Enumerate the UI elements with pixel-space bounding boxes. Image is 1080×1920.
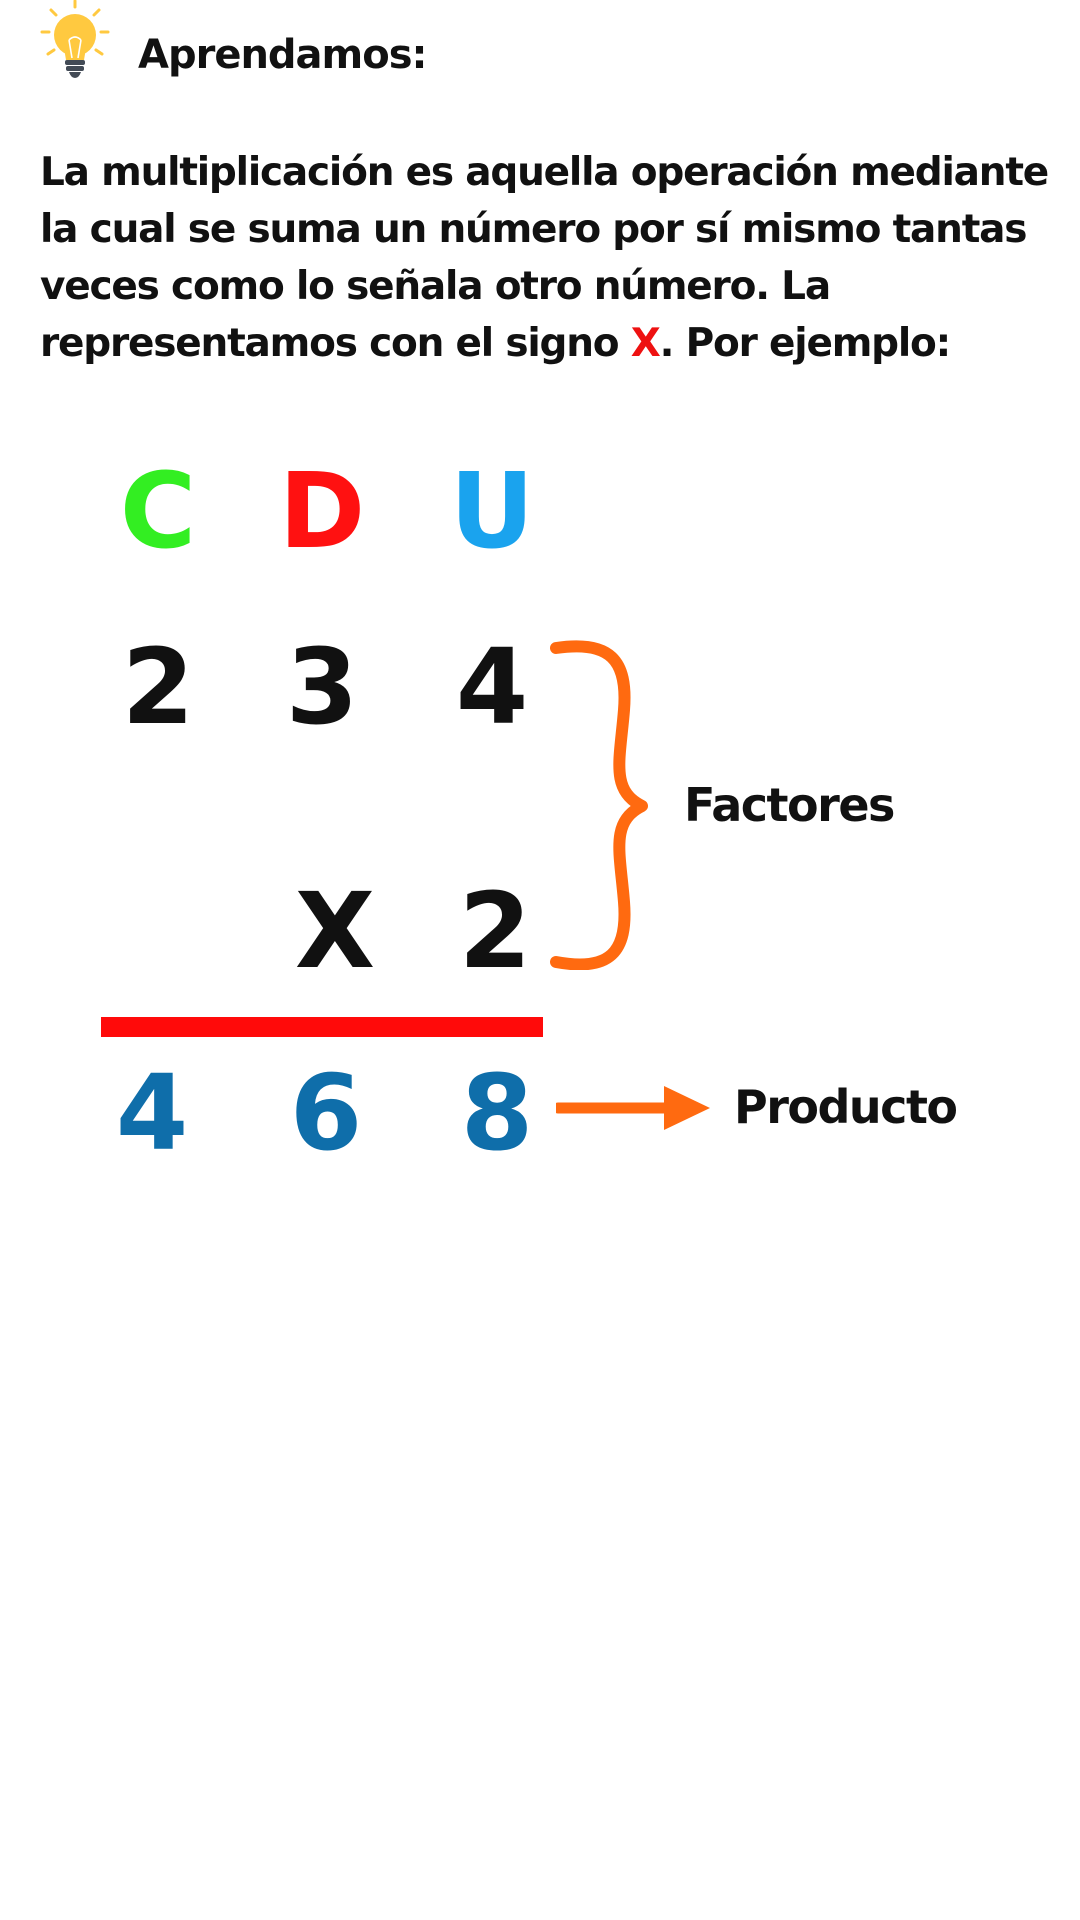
intro-paragraph: La multiplicación es aquella operación m… xyxy=(40,144,1050,372)
header: Aprendamos: xyxy=(38,0,738,90)
intro-text: La multiplicación es aquella operación m… xyxy=(40,150,1049,366)
factors-label: Factores xyxy=(684,778,895,832)
first-factor-tens: 3 xyxy=(285,626,359,748)
factors-brace xyxy=(550,640,648,970)
multiplication-example: C D U 2 3 4 X 2 Factores 4 6 8 Producto xyxy=(101,450,958,1174)
place-value-units: U xyxy=(449,450,535,572)
lightbulb-icon xyxy=(40,0,110,78)
first-factor-units: 4 xyxy=(455,626,529,748)
product-label: Producto xyxy=(734,1080,958,1134)
second-factor: 2 xyxy=(458,870,532,992)
arrow-right-icon xyxy=(556,1086,710,1130)
place-value-hundreds: C xyxy=(119,450,197,572)
result-line xyxy=(101,1017,543,1037)
place-value-tens: D xyxy=(278,450,366,572)
multiplication-sign: X xyxy=(630,321,661,366)
product-units: 8 xyxy=(460,1052,534,1174)
intro-text-end: . Por ejemplo: xyxy=(659,321,952,366)
first-factor-hundreds: 2 xyxy=(121,626,195,748)
section-title: Aprendamos: xyxy=(138,32,428,78)
product-hundreds: 4 xyxy=(115,1052,189,1174)
operator-sign: X xyxy=(294,870,376,992)
product-tens: 6 xyxy=(289,1052,363,1174)
